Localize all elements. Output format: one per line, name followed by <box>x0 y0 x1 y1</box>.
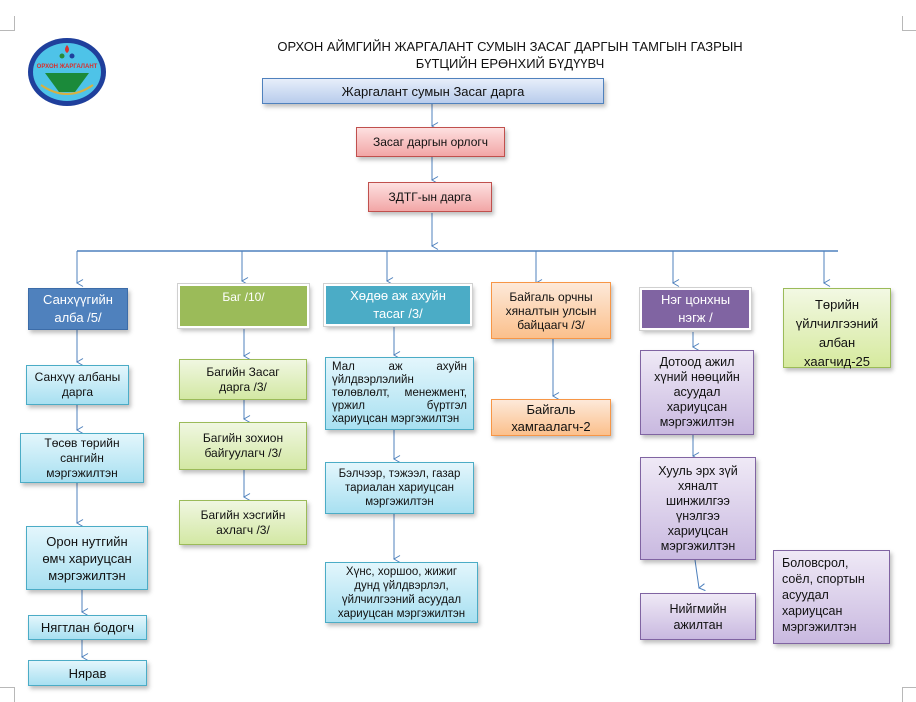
position-label: хариуцсан мэргэжилтэн <box>337 607 466 620</box>
position-label: асуудал <box>673 385 721 399</box>
position-label: мэргэжилтэн <box>660 538 736 553</box>
position-label: Нийгмийн <box>669 601 727 616</box>
office-head-label: ЗДТГ-ын дарга <box>388 189 472 204</box>
position-label: Нягтлан бодогч <box>40 620 135 635</box>
position-label: Боловсрол, <box>782 556 849 570</box>
dept-environment-label-1: Байгаль орчны <box>509 289 593 304</box>
dept-bag[interactable]: Баг /10/ <box>177 283 310 329</box>
position-label: Багийн Засаг <box>206 364 280 379</box>
position-label: Мал аж ахуйн үйлдвэрлэлийн төлөвлөлт, ме… <box>332 361 467 425</box>
position-label: хяналт <box>678 478 718 493</box>
connector <box>694 559 706 592</box>
position-label: Бэлчээр, тэжээл, газар <box>338 468 461 480</box>
position-label: ахлагч /3/ <box>216 522 270 537</box>
position-label: хүний нөөцийн <box>654 370 740 384</box>
position-label: шинжилгээ <box>666 493 730 508</box>
dept-bag-label: Баг /10/ <box>222 290 265 304</box>
deputy-governor-box[interactable]: Засаг даргын орлогч <box>356 127 505 157</box>
position-label: хамгаалагч-2 <box>511 418 591 434</box>
storekeeper-box[interactable]: Нярав <box>28 660 147 686</box>
dept-agriculture-label-1: Хөдөө аж ахуйн <box>350 288 446 303</box>
position-label: тариалан хариуцсан <box>345 482 454 494</box>
position-label: Багийн хэсгийн <box>200 507 286 522</box>
position-label: Санхүү албаны <box>34 370 121 384</box>
dept-agriculture-label-2: тасаг /3/ <box>373 306 423 321</box>
title-line-1: ОРХОН АЙМГИЙН ЖАРГАЛАНТ СУМЫН ЗАСАГ ДАРГ… <box>277 39 743 54</box>
dept-agriculture[interactable]: Хөдөө аж ахуйн тасаг /3/ <box>323 283 473 327</box>
dept-one-stop-label-1: Нэг цонхны <box>660 292 731 307</box>
position-label: дунд үйлдвэрлэл, <box>354 579 449 592</box>
dept-public-service-label-4: хаагчид-25 <box>804 354 870 369</box>
crop-mark-bottom-right <box>902 687 916 702</box>
dept-one-stop[interactable]: Нэг цонхны нэгж / <box>639 287 752 331</box>
dept-finance-label-1: Санхүүгийн <box>43 292 113 307</box>
position-label: Хүнс, хоршоо, жижиг <box>345 565 458 578</box>
dept-public-service-label-2: үйлчилгээний <box>795 316 879 331</box>
position-label: өмч хариуцсан <box>42 550 132 566</box>
position-label: мэргэжилтэн <box>782 620 857 634</box>
title-line-2: БҮТЦИЙН ЕРӨНХИЙ БҮДҮҮВЧ <box>415 56 605 71</box>
position-label: хариуцсан <box>782 604 843 618</box>
dept-public-service-label-1: Төрийн <box>814 297 860 312</box>
governor-label: Жаргалант сумын Засаг дарга <box>341 83 525 99</box>
pasture-specialist-box[interactable]: Бэлчээр, тэжээл, газар тариалан хариуцсан… <box>325 462 474 514</box>
governor-box[interactable]: Жаргалант сумын Засаг дарга <box>262 78 604 104</box>
position-label: мэргэжилтэн <box>659 415 735 429</box>
crop-mark-top-left <box>0 16 15 31</box>
position-label: Орон нутгийн <box>46 533 128 549</box>
position-label: дарга /3/ <box>219 379 267 394</box>
dept-public-service[interactable]: Төрийн үйлчилгээний албан хаагчид-25 <box>783 288 891 369</box>
dept-finance-label-2: алба /5/ <box>54 310 102 325</box>
position-label: соёл, спортын <box>782 572 865 586</box>
logo-text: ОРХОН ЖАРГАЛАНТ <box>37 64 98 70</box>
dept-environment-label-2: хяналтын улсын <box>505 303 597 318</box>
page-title: ОРХОН АЙМГИЙН ЖАРГАЛАНТ СУМЫН ЗАСАГ ДАРГ… <box>250 38 770 72</box>
position-label: ажилтан <box>673 617 723 632</box>
dept-environment-label-3: байцаагч /3/ <box>517 317 585 332</box>
position-label: мэргэжилтэн <box>365 496 434 508</box>
position-label: Хууль эрх зүй <box>658 463 738 478</box>
dept-one-stop-label-2: нэгж / <box>678 310 713 325</box>
deputy-governor-label: Засаг даргын орлогч <box>373 134 488 149</box>
position-label: дарга <box>61 385 94 399</box>
accountant-box[interactable]: Нягтлан бодогч <box>28 615 147 640</box>
position-label: мэргэжилтэн <box>46 465 118 480</box>
office-head-box[interactable]: ЗДТГ-ын дарга <box>368 182 492 212</box>
position-label: байгуулагч /3/ <box>204 446 282 460</box>
position-label: Төсөв төрийн <box>44 435 120 450</box>
emblem-icon: ОРХОН ЖАРГАЛАНТ <box>28 38 106 106</box>
position-label: хариуцсан <box>667 523 729 538</box>
position-label: сангийн <box>60 450 104 465</box>
education-specialist-box[interactable]: Боловсрол, соёл, спортын асуудал хариуцсан м… <box>773 550 890 644</box>
position-label: хариуцсан <box>666 400 728 414</box>
position-label: Байгаль <box>526 401 576 417</box>
dept-public-service-label-3: албан <box>818 335 856 350</box>
position-label: Нярав <box>68 665 107 681</box>
position-label: Дотоод ажил <box>659 355 735 369</box>
logo: ОРХОН ЖАРГАЛАНТ <box>27 37 107 107</box>
position-label: үнэлгээ <box>676 508 720 523</box>
crop-mark-bottom-left <box>0 687 15 702</box>
position-label: Багийн зохион <box>202 431 284 445</box>
dept-finance[interactable]: Санхүүгийн алба /5/ <box>28 288 128 330</box>
position-label: асуудал <box>782 588 829 602</box>
position-label: мэргэжилтэн <box>48 567 126 583</box>
livestock-specialist-box[interactable]: Мал аж ахуйн үйлдвэрлэлийн төлөвлөлт, ме… <box>325 357 474 430</box>
position-label: үйлчилгээний асуудал <box>341 593 462 606</box>
crop-mark-top-right <box>902 16 916 31</box>
